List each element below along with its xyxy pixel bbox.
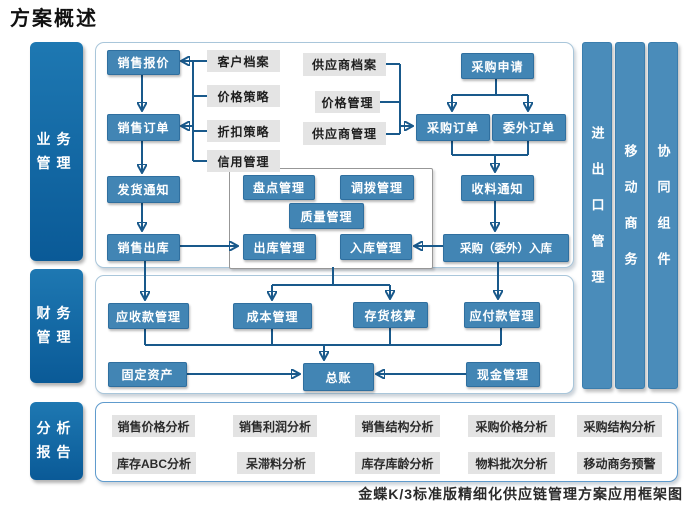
page-title: 方案概述 <box>10 8 98 30</box>
report-sales-structure-analysis: 销售结构分析 <box>355 415 440 437</box>
bar-collaboration-components: 协同组件 <box>648 42 678 389</box>
node-purchase-request: 采购申请 <box>461 53 534 79</box>
node-outbound-management: 出库管理 <box>243 234 316 260</box>
node-outsource-order: 委外订单 <box>492 114 566 141</box>
report-mobile-commerce-alert: 移动商务预警 <box>577 452 662 474</box>
node-transfer-management: 调拨管理 <box>340 175 414 200</box>
ref-discount-strategy: 折扣策略 <box>207 120 280 142</box>
node-sales-quote: 销售报价 <box>107 50 180 75</box>
ref-credit-management: 信用管理 <box>207 150 280 172</box>
ref-customer-file: 客户档案 <box>207 50 280 72</box>
node-general-ledger: 总账 <box>303 363 374 391</box>
node-receipt-notice: 收料通知 <box>461 175 534 201</box>
node-quality-management: 质量管理 <box>289 203 364 229</box>
report-dead-stock-analysis: 呆滞料分析 <box>237 452 315 474</box>
report-inventory-abc-analysis: 库存ABC分析 <box>112 452 196 474</box>
node-receivable-management: 应收款管理 <box>108 303 189 329</box>
bar-import-export-management: 进出口管理 <box>582 42 612 389</box>
node-inventory-accounting: 存货核算 <box>353 302 428 328</box>
sidebar-label: 业务管理 <box>36 130 77 171</box>
node-payable-management: 应付款管理 <box>464 302 540 328</box>
ref-price-strategy: 价格策略 <box>207 85 280 107</box>
sidebar-section-analysis: 分析报告 <box>30 402 83 480</box>
node-delivery-notice: 发货通知 <box>107 176 180 203</box>
node-cost-management: 成本管理 <box>233 303 312 329</box>
report-material-batch-analysis: 物料批次分析 <box>468 452 555 474</box>
sidebar-label: 分析报告 <box>36 420 77 460</box>
sidebar-label: 财务管理 <box>36 305 77 345</box>
node-stocktake-management: 盘点管理 <box>243 175 315 200</box>
ref-supplier-management: 供应商管理 <box>303 122 386 145</box>
report-purchase-structure-analysis: 采购结构分析 <box>577 415 662 437</box>
ref-price-management: 价格管理 <box>315 91 380 113</box>
report-sales-price-analysis: 销售价格分析 <box>112 415 195 437</box>
report-sales-profit-analysis: 销售利润分析 <box>233 415 317 437</box>
node-purchase-inbound: 采购（委外）入库 <box>443 234 569 262</box>
node-sales-order: 销售订单 <box>107 114 180 141</box>
sidebar-section-business: 业务管理 <box>30 42 83 261</box>
report-purchase-price-analysis: 采购价格分析 <box>468 415 555 437</box>
ref-supplier-file: 供应商档案 <box>303 53 386 76</box>
report-inventory-aging-analysis: 库存库龄分析 <box>355 452 440 474</box>
node-purchase-order: 采购订单 <box>416 114 490 141</box>
node-fixed-assets: 固定资产 <box>108 362 187 387</box>
sidebar-section-financial: 财务管理 <box>30 269 83 383</box>
bar-mobile-commerce: 移动商务 <box>615 42 645 389</box>
node-inbound-management: 入库管理 <box>340 234 412 260</box>
diagram-caption: 金蝶K/3标准版精细化供应链管理方案应用框架图 <box>358 486 683 502</box>
node-cash-management: 现金管理 <box>466 362 540 387</box>
node-sales-outbound: 销售出库 <box>107 234 180 261</box>
